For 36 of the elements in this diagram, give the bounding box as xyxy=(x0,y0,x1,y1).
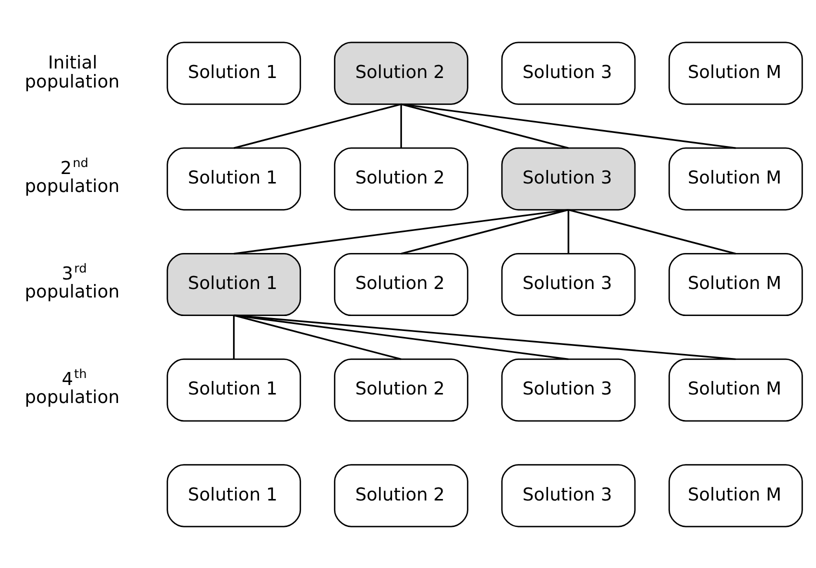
node-box: Solution 1 xyxy=(166,41,302,104)
node-box: Solution M xyxy=(668,358,803,422)
connector xyxy=(400,208,569,254)
label: 2$^{nd}$ population xyxy=(24,155,120,196)
node-box: Solution 3 xyxy=(501,146,636,210)
label: Initial population xyxy=(24,52,120,92)
connector xyxy=(568,208,736,254)
connector xyxy=(568,209,570,254)
node-box: Solution 2 xyxy=(334,464,468,527)
node-box: Solution 1 xyxy=(166,252,302,316)
node-box: Solution M xyxy=(668,252,803,316)
node-box: Solution 1 xyxy=(166,146,302,210)
connector xyxy=(234,314,402,360)
node-box: Solution 3 xyxy=(501,464,636,527)
connector xyxy=(400,102,569,148)
node-box: Solution 2 xyxy=(334,252,468,316)
node-box: Solution 2 xyxy=(334,358,468,422)
label: 3$^{rd}$ population xyxy=(24,261,120,302)
node-box: Solution 3 xyxy=(501,358,636,422)
connector xyxy=(234,208,569,254)
node-box: Solution 2 xyxy=(334,146,468,210)
connector xyxy=(234,102,402,148)
node-box: Solution 3 xyxy=(501,41,636,104)
node-box: Solution M xyxy=(668,464,803,527)
node-box: Solution M xyxy=(668,41,803,104)
connector xyxy=(401,102,736,148)
connector xyxy=(234,314,569,360)
node-box: Solution 2 xyxy=(334,41,468,104)
connector xyxy=(400,104,402,148)
node-box: Solution 1 xyxy=(166,358,302,422)
label: 4$^{th}$ population xyxy=(24,366,120,408)
node-box: Solution 3 xyxy=(501,252,636,316)
node-box: Solution 1 xyxy=(166,464,302,527)
node-box: Solution M xyxy=(668,146,803,210)
connector xyxy=(234,314,736,360)
connector xyxy=(233,314,235,359)
